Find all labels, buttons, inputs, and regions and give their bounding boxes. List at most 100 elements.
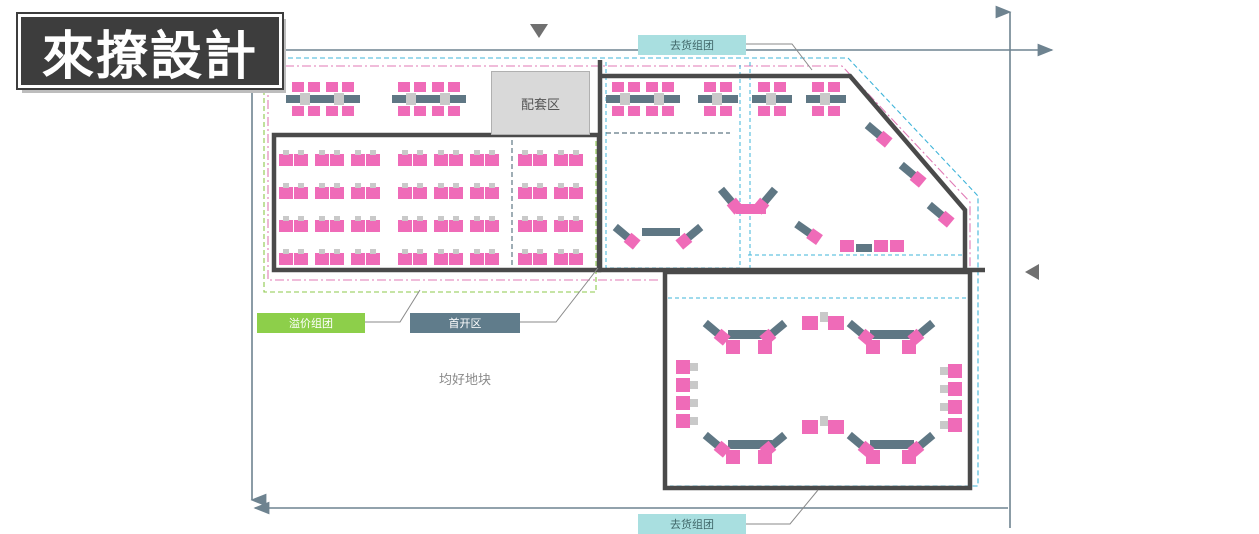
cluster-unit xyxy=(828,82,840,92)
townhouse-unit xyxy=(366,253,380,265)
cluster-unit xyxy=(414,106,426,116)
townhouse-core xyxy=(319,183,325,188)
townhouse-unit xyxy=(315,187,329,199)
townhouse-core xyxy=(537,183,543,188)
cluster-unit xyxy=(326,106,338,116)
angled-unit xyxy=(806,228,823,245)
service-zone-block: 配套区 xyxy=(491,71,590,135)
townhouse-unit xyxy=(398,187,412,199)
cluster-unit xyxy=(432,82,444,92)
cluster-core xyxy=(300,93,310,105)
townhouse-core xyxy=(319,150,325,155)
townhouse-core xyxy=(402,183,408,188)
ring-bar xyxy=(870,440,914,449)
ring-core xyxy=(690,363,698,371)
ring-core xyxy=(690,381,698,389)
townhouse-unit xyxy=(449,187,463,199)
townhouse-unit xyxy=(315,253,329,265)
ring-core xyxy=(940,385,948,393)
townhouse-unit xyxy=(485,220,499,232)
townhouse-unit xyxy=(413,154,427,166)
cluster-unit xyxy=(646,82,658,92)
townhouse-core xyxy=(474,183,480,188)
cluster-unit xyxy=(720,82,732,92)
townhouse-core xyxy=(283,249,289,254)
townhouse-core xyxy=(489,183,495,188)
angled-unit xyxy=(759,328,777,346)
cluster-unit xyxy=(720,106,732,116)
angled-bar xyxy=(916,431,936,450)
townhouse-core xyxy=(453,183,459,188)
cluster-unit xyxy=(704,106,716,116)
cluster-unit xyxy=(432,106,444,116)
townhouse-unit xyxy=(569,253,583,265)
townhouse-unit xyxy=(351,187,365,199)
ring-unit xyxy=(726,450,740,464)
ring-unit xyxy=(948,418,962,432)
tag-premium-label: 溢价组团 xyxy=(289,317,333,330)
townhouse-unit xyxy=(351,253,365,265)
townhouse-core xyxy=(283,216,289,221)
ring-core xyxy=(940,421,948,429)
tag-destock-label-bottom: 去货组团 xyxy=(670,518,714,531)
townhouse-unit xyxy=(554,154,568,166)
cluster-core xyxy=(334,93,344,105)
townhouse-unit xyxy=(569,220,583,232)
angled-bar xyxy=(846,319,866,338)
cluster-unit xyxy=(646,106,658,116)
ring-core xyxy=(820,416,828,426)
cluster-unit xyxy=(662,82,674,92)
townhouse-unit xyxy=(569,187,583,199)
angled-bar xyxy=(916,319,936,338)
townhouse-core xyxy=(522,216,528,221)
cluster-unit xyxy=(774,106,786,116)
angled-unit xyxy=(937,210,955,228)
townhouse-core xyxy=(522,249,528,254)
townhouse-core xyxy=(438,216,444,221)
townhouse-unit xyxy=(533,154,547,166)
townhouse-unit xyxy=(485,154,499,166)
wedge-unit xyxy=(840,240,854,252)
tag-first-phase-label: 首开区 xyxy=(448,317,482,330)
townhouse-unit xyxy=(470,253,484,265)
leader-lines xyxy=(365,43,819,525)
east-marker-icon xyxy=(1025,264,1039,280)
townhouse-unit xyxy=(434,187,448,199)
townhouse-unit xyxy=(398,220,412,232)
townhouse-core xyxy=(522,150,528,155)
cluster-core xyxy=(620,93,630,105)
angled-unit xyxy=(713,440,731,458)
north-marker-icon xyxy=(530,24,548,38)
wedge-unit xyxy=(890,240,904,252)
townhouse-core xyxy=(489,216,495,221)
angled-unit xyxy=(907,440,925,458)
townhouse-core xyxy=(298,249,304,254)
townhouse-unit xyxy=(449,253,463,265)
angled-unit xyxy=(907,328,925,346)
townhouse-unit xyxy=(449,154,463,166)
townhouse-unit xyxy=(518,154,532,166)
angled-bar xyxy=(864,121,884,140)
angled-bar xyxy=(760,186,779,206)
townhouse-unit xyxy=(351,154,365,166)
townhouse-unit xyxy=(398,154,412,166)
townhouse-core xyxy=(319,216,325,221)
townhouse-core xyxy=(573,150,579,155)
cluster-unit xyxy=(612,82,624,92)
townhouse-unit xyxy=(533,187,547,199)
cluster-unit xyxy=(758,106,770,116)
townhouse-core xyxy=(355,150,361,155)
townhouse-unit xyxy=(533,220,547,232)
angled-unit xyxy=(875,130,893,148)
townhouse-core xyxy=(298,216,304,221)
ring-bar xyxy=(728,330,772,339)
townhouse-core xyxy=(298,150,304,155)
townhouse-unit xyxy=(533,253,547,265)
cluster-unit xyxy=(292,106,304,116)
cluster-unit xyxy=(414,82,426,92)
townhouse-unit xyxy=(398,253,412,265)
townhouse-core xyxy=(573,249,579,254)
angled-unit xyxy=(857,440,875,458)
cluster-unit xyxy=(292,82,304,92)
